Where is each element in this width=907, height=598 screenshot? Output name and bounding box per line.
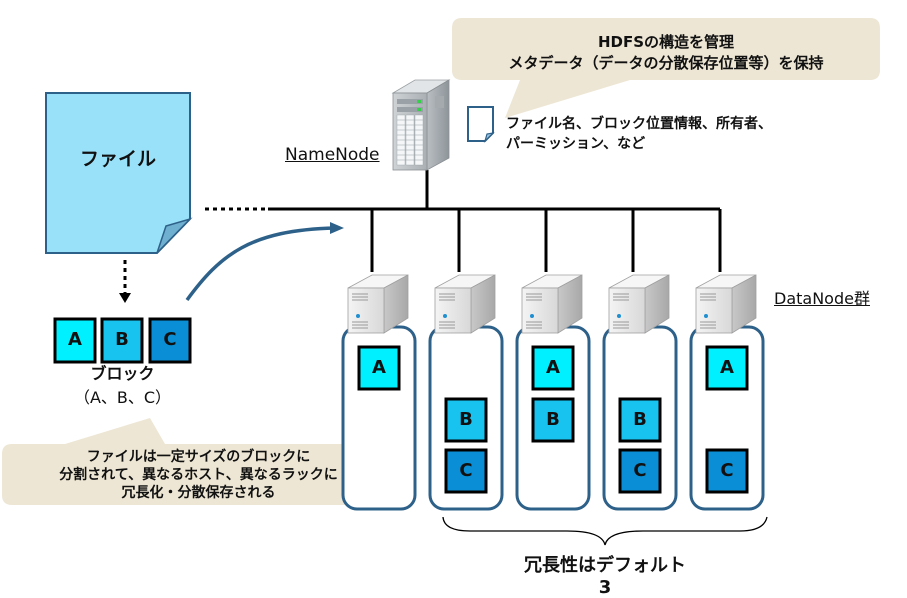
replication-brace — [442, 516, 768, 546]
datanode-block-c — [705, 448, 749, 494]
datanode-block-b — [531, 397, 575, 443]
datanode-server-icon — [434, 274, 496, 334]
datanode-block-label: A — [546, 357, 560, 378]
datanode-block-label: B — [546, 409, 560, 430]
block-callout-line2: 分割されて、異なるホスト、異なるラックに — [59, 467, 338, 483]
metadata-document-icon — [467, 106, 495, 144]
datanode-block-label: C — [459, 460, 473, 481]
blocks-caption-line1: ブロック — [90, 364, 155, 383]
datanode-1 — [341, 274, 417, 511]
split-arrow — [119, 260, 131, 303]
source-block-a-label: A — [68, 329, 82, 350]
source-block-c-label: C — [163, 329, 177, 350]
file-document-icon — [45, 92, 193, 254]
block-callout-line3: 冗長化・分散保存される — [121, 485, 276, 501]
namenode-server-icon — [391, 79, 451, 171]
datanode-server-icon — [347, 274, 409, 334]
datanode-block-a — [705, 345, 749, 391]
datanode-server-icon — [608, 274, 670, 334]
datanode-block-label: C — [720, 460, 734, 481]
datanode-block-label: C — [633, 460, 647, 481]
namenode-metadata-line2: パーミッション、など — [506, 136, 646, 152]
datanode-group-label: DataNode群 — [774, 289, 870, 308]
datanode-block-a — [357, 345, 401, 391]
datanode-block-label: B — [459, 409, 473, 430]
source-blocks — [53, 317, 192, 364]
datanode-3 — [515, 274, 591, 511]
datanode-block-b — [444, 397, 488, 443]
datanode-5 — [689, 274, 765, 511]
datanode-2 — [428, 274, 504, 511]
datanode-4 — [602, 274, 678, 511]
distribute-arrow — [185, 226, 336, 302]
namenode-callout — [452, 18, 880, 118]
datanode-block-c — [444, 448, 488, 494]
blocks-caption-line2: （A、B、C） — [73, 388, 172, 407]
blocks-caption: ブロック （A、B、C） — [55, 362, 190, 410]
namenode-callout-text: HDFSの構造を管理 メタデータ（データの分散保存位置等）を保持 — [452, 32, 880, 74]
datanode-block-a — [531, 345, 575, 391]
file-label: ファイル — [79, 148, 156, 170]
namenode-metadata-text: ファイル名、ブロック位置情報、所有者、 パーミッション、など — [506, 114, 772, 154]
datanode-block-b — [618, 397, 662, 443]
source-block-b-label: B — [115, 329, 129, 350]
block-callout — [2, 418, 395, 505]
namenode-callout-line1: HDFSの構造を管理 — [597, 33, 735, 51]
datanode-block-c — [618, 448, 662, 494]
namenode-label: NameNode — [285, 145, 380, 165]
network-bus — [205, 170, 722, 272]
distribute-arrow-head — [330, 222, 344, 234]
namenode-callout-line2: メタデータ（データの分散保存位置等）を保持 — [508, 54, 824, 72]
replication-label: 冗長性はデフォルト3 — [524, 555, 686, 598]
datanode-racks — [341, 274, 765, 511]
source-block-a — [53, 317, 97, 364]
datanode-server-icon — [521, 274, 583, 334]
datanode-server-icon — [695, 274, 757, 334]
source-block-b — [100, 317, 144, 364]
block-callout-line1: ファイルは一定サイズのブロックに — [86, 449, 311, 465]
namenode-metadata-line1: ファイル名、ブロック位置情報、所有者、 — [506, 116, 772, 132]
source-block-c — [148, 317, 192, 364]
datanode-block-label: B — [633, 409, 647, 430]
datanode-block-label: A — [720, 357, 734, 378]
block-callout-text: ファイルは一定サイズのブロックに 分割されて、異なるホスト、異なるラックに 冗長… — [2, 448, 395, 502]
datanode-block-label: A — [372, 357, 386, 378]
